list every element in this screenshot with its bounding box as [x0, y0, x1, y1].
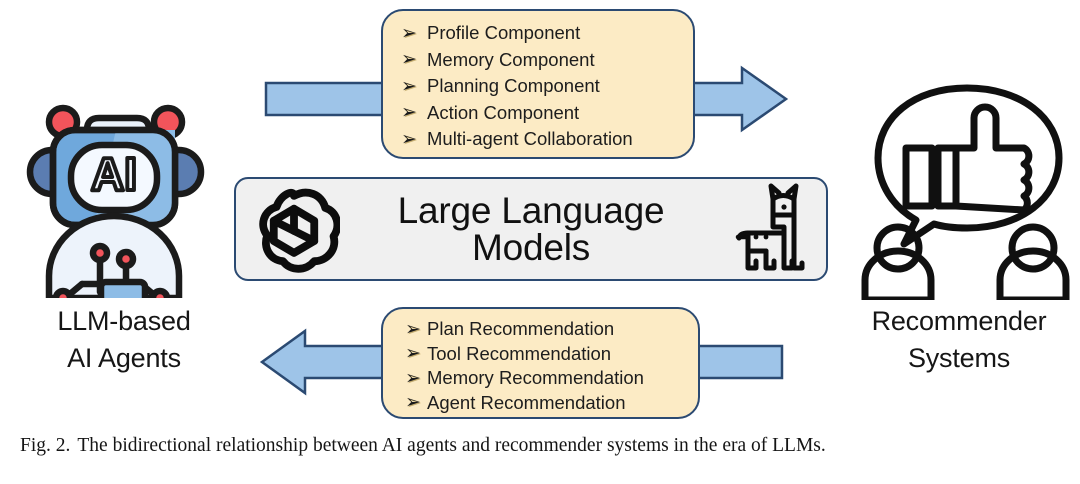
left-entity-label-line1: LLM-based: [57, 306, 191, 336]
figure-caption-text: The bidirectional relationship between A…: [77, 435, 826, 456]
list-item: ➢ Multi-agent Collaboration: [397, 126, 681, 153]
list-item: ➢ Tool Recommendation: [397, 342, 686, 367]
list-item: ➢ Planning Component: [397, 73, 681, 100]
llm-agent-robot-icon: AI: [8, 48, 238, 298]
right-entity-label-line2: Systems: [907, 343, 1011, 373]
list-item: ➢ Memory Component: [397, 47, 681, 74]
bullet-arrow-icon: ➢: [401, 22, 417, 44]
figure-caption-label: Fig. 2.: [20, 435, 71, 456]
bullet-arrow-icon: ➢: [405, 318, 421, 340]
list-item-label: Planning Component: [427, 75, 600, 96]
figure-caption: Fig. 2. The bidirectional relationship be…: [20, 433, 1065, 459]
bullet-arrow-icon: ➢: [401, 75, 417, 97]
bullet-arrow-icon: ➢: [401, 128, 417, 150]
list-item: ➢ Memory Recommendation: [397, 366, 686, 391]
large-language-models-box: Large Language Models: [234, 177, 828, 281]
list-item: ➢ Plan Recommendation: [397, 317, 686, 342]
agent-components-panel: ➢ Profile Component ➢ Memory Component ➢…: [381, 9, 695, 159]
bullet-arrow-icon: ➢: [401, 49, 417, 71]
list-item-label: Agent Recommendation: [427, 391, 626, 413]
recommender-systems-icon: [856, 60, 1078, 300]
bullet-arrow-icon: ➢: [405, 392, 421, 414]
llama-icon: [726, 183, 812, 275]
bullet-arrow-icon: ➢: [405, 367, 421, 389]
list-item: ➢ Action Component: [397, 100, 681, 127]
right-entity-label-line1: Recommender: [871, 306, 1047, 336]
list-item-label: Plan Recommendation: [427, 318, 615, 339]
recommendation-tasks-panel: ➢ Plan Recommendation ➢ Tool Recommendat…: [381, 307, 700, 419]
list-item-label: Memory Component: [427, 48, 595, 70]
left-entity-label-line2: AI Agents: [67, 343, 181, 373]
robot-ai-badge-text: AI: [91, 148, 137, 200]
llm-box-title: Large Language Models: [397, 190, 665, 268]
list-item-label: Memory Recommendation: [427, 367, 644, 388]
bullet-arrow-icon: ➢: [401, 102, 417, 124]
right-entity-label: Recommender Systems: [838, 303, 1080, 377]
left-entity-label: LLM-based AI Agents: [0, 303, 248, 377]
list-item-label: Action Component: [427, 101, 580, 123]
openai-knot-logo-icon: [246, 181, 342, 277]
list-item-label: Multi-agent Collaboration: [427, 128, 633, 149]
list-item: ➢ Agent Recommendation: [397, 391, 686, 416]
list-item-label: Tool Recommendation: [427, 342, 612, 364]
list-item: ➢ Profile Component: [397, 20, 681, 47]
bullet-arrow-icon: ➢: [405, 343, 421, 365]
list-item-label: Profile Component: [427, 22, 581, 43]
